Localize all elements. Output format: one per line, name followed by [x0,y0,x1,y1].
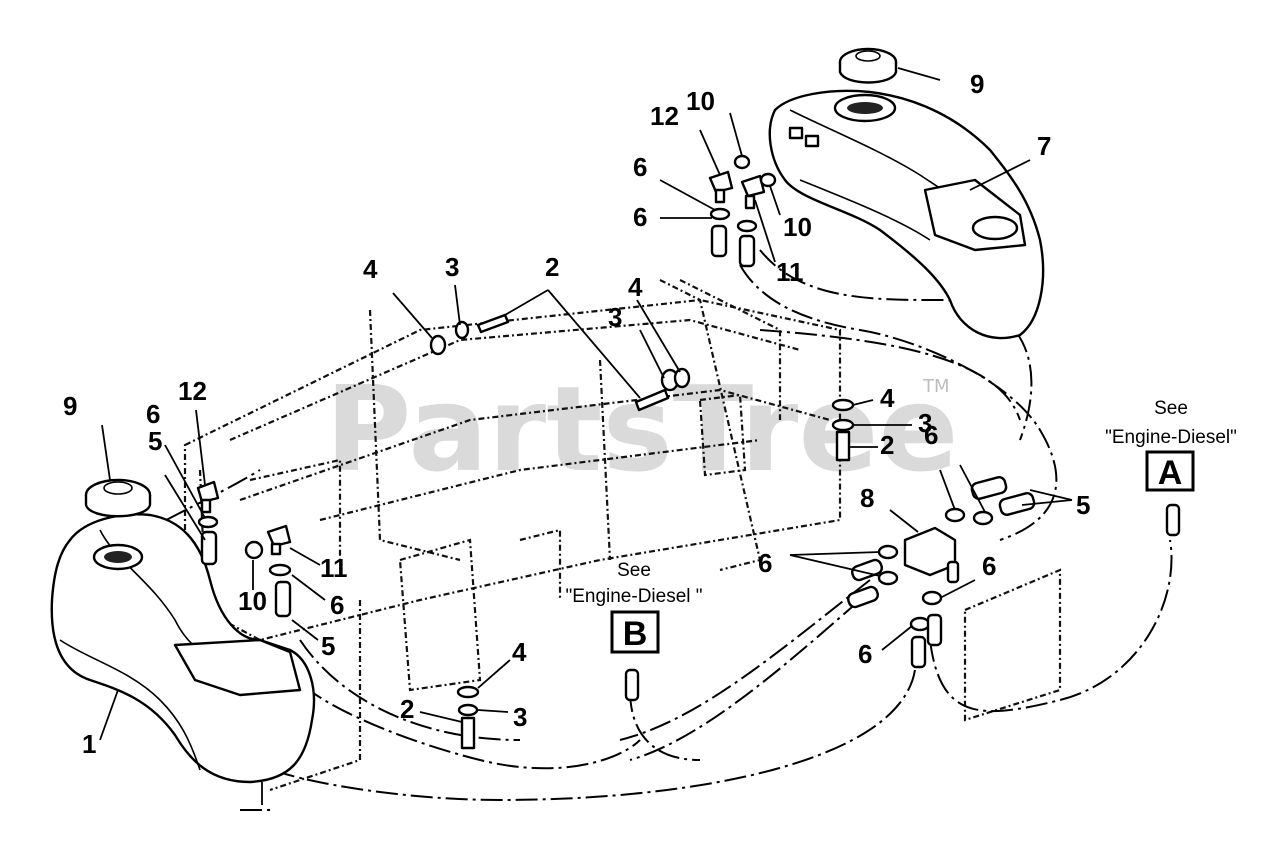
mounting-hardware [429,313,855,750]
callout-6: 6 [982,551,996,581]
callout-4: 4 [512,637,527,667]
callout-6: 6 [146,399,160,429]
reference-b: See "Engine-Diesel " B [565,560,703,654]
callout-7: 7 [1037,131,1051,161]
callout-9: 9 [63,391,77,421]
reference-b-target: "Engine-Diesel " [565,586,702,607]
callout-12: 12 [178,376,207,406]
callout-8: 8 [860,483,874,513]
callout-3: 3 [445,252,459,282]
left-fuel-cap [84,478,152,518]
callout-9: 9 [970,69,984,99]
callout-4: 4 [880,383,895,413]
callout-labels: 1 2 2 2 3 3 3 3 4 4 4 4 5 5 5 6 6 6 6 6 … [63,69,1090,759]
left-tank-fittings [196,480,292,618]
right-fuel-cap [838,47,898,84]
callout-4: 4 [628,272,643,302]
reference-b-box [610,610,660,654]
watermark-text: PartsTree [325,360,959,498]
callout-6: 6 [633,152,647,182]
callout-5: 5 [321,631,335,661]
callout-4: 4 [363,254,378,284]
callout-2: 2 [880,430,894,460]
hose-ends [624,503,1181,702]
watermark-trademark: TM [922,376,950,397]
tee-fitting-assembly [847,476,1036,669]
callout-6: 6 [330,590,344,620]
callout-10: 10 [238,586,267,616]
callout-10: 10 [783,212,812,242]
right-fuel-tank [768,89,1045,340]
callout-11: 11 [320,553,348,583]
reference-a-target: "Engine-Diesel" [1105,427,1237,448]
callout-5: 5 [1076,490,1090,520]
callout-3: 3 [513,702,527,732]
left-fuel-tank [50,513,316,805]
callout-12: 12 [650,101,679,131]
callout-5: 5 [148,426,162,456]
fuel-hose-routing [104,249,1173,811]
reference-a-see: See [1154,398,1188,419]
callout-11: 11 [776,257,804,287]
reference-b-see: See [617,560,651,581]
callout-6: 6 [924,420,938,450]
reference-a-letter: A [1158,454,1183,492]
leader-lines [99,67,1073,741]
callout-3: 3 [918,408,932,438]
reference-b-letter: B [623,615,648,653]
callout-2: 2 [545,252,559,282]
callout-1: 1 [82,729,96,759]
callout-10: 10 [686,86,715,116]
callout-6: 6 [858,639,872,669]
callout-6: 6 [633,202,647,232]
reference-a: See "Engine-Diesel" A [1105,398,1237,492]
callout-6: 6 [758,548,772,578]
callout-3: 3 [608,302,622,332]
reference-a-box [1145,450,1195,492]
right-tank-fittings [708,154,777,268]
callout-2: 2 [400,694,414,724]
